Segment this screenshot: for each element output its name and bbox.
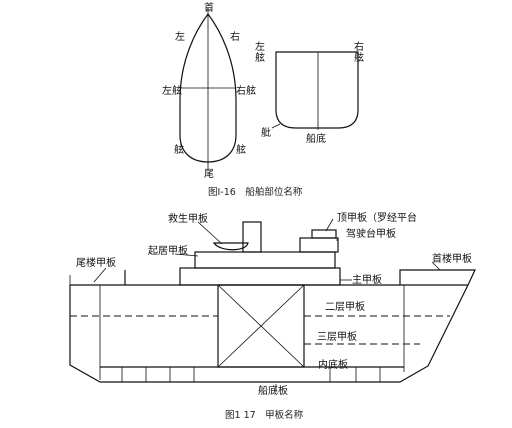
label-starboard-top1: 右 — [354, 40, 364, 53]
label-poop-deck: 尾楼甲板 — [76, 256, 116, 269]
ship-profile — [69, 218, 476, 392]
label-bottom: 船底 — [306, 132, 326, 145]
leader-poop — [93, 267, 107, 283]
funnel — [242, 221, 262, 253]
lifeboat — [212, 242, 249, 251]
label-port-top1: 左 — [255, 40, 265, 53]
label-bridge-deck: 驾驶台甲板 — [346, 227, 396, 240]
forecastle-outline — [399, 269, 476, 286]
engine-room-cross-b — [217, 284, 305, 368]
label-starboard-quarter: 舷 — [236, 143, 246, 156]
label-compass-deck: 顶甲板（罗经平台 — [337, 211, 417, 224]
hull-plan-view — [179, 8, 237, 170]
label-second-deck: 二层甲板 — [325, 300, 365, 313]
leader-lifeboat — [197, 221, 223, 245]
label-starboard: 右 — [230, 30, 240, 43]
label-stern: 尾 — [204, 168, 214, 180]
hull-profile-outline — [69, 284, 469, 383]
label-main-deck: 主甲板 — [352, 273, 382, 286]
label-starboard-top2: 舷 — [354, 51, 364, 64]
label-forecastle-deck: 首楼甲板 — [432, 252, 472, 265]
label-bow: 首 — [204, 1, 214, 14]
leader-boat-deck — [174, 253, 199, 257]
label-port-quarter: 舷 — [174, 143, 184, 156]
bilge-pointer — [271, 123, 281, 129]
bridge-house — [299, 237, 339, 253]
label-lifeboat-deck: 救生甲板 — [168, 212, 208, 225]
label-third-deck: 三层甲板 — [317, 330, 357, 343]
leader-compass — [325, 218, 334, 232]
superstructure-tier1 — [179, 267, 341, 286]
label-accommodation-deck: 起居甲板 — [148, 244, 188, 257]
superstructure-tier2 — [194, 251, 336, 269]
label-starboard-side: 右舷 — [236, 84, 256, 97]
label-port-top2: 舷 — [255, 51, 265, 64]
label-port: 左 — [175, 30, 185, 43]
label-inner-bottom: 内底板 — [318, 358, 348, 371]
compass-platform — [311, 229, 337, 239]
label-bottom-plate: 船底板 — [258, 384, 288, 397]
label-bilge: 舭 — [261, 126, 271, 139]
caption-fig16: 图I-16 船舶部位名称 — [208, 186, 303, 198]
caption-fig17: 图1 17 甲板名称 — [225, 409, 304, 421]
hull-cross-section — [275, 51, 359, 129]
leader-forecastle — [431, 261, 441, 271]
label-port-side: 左舷 — [162, 84, 182, 97]
